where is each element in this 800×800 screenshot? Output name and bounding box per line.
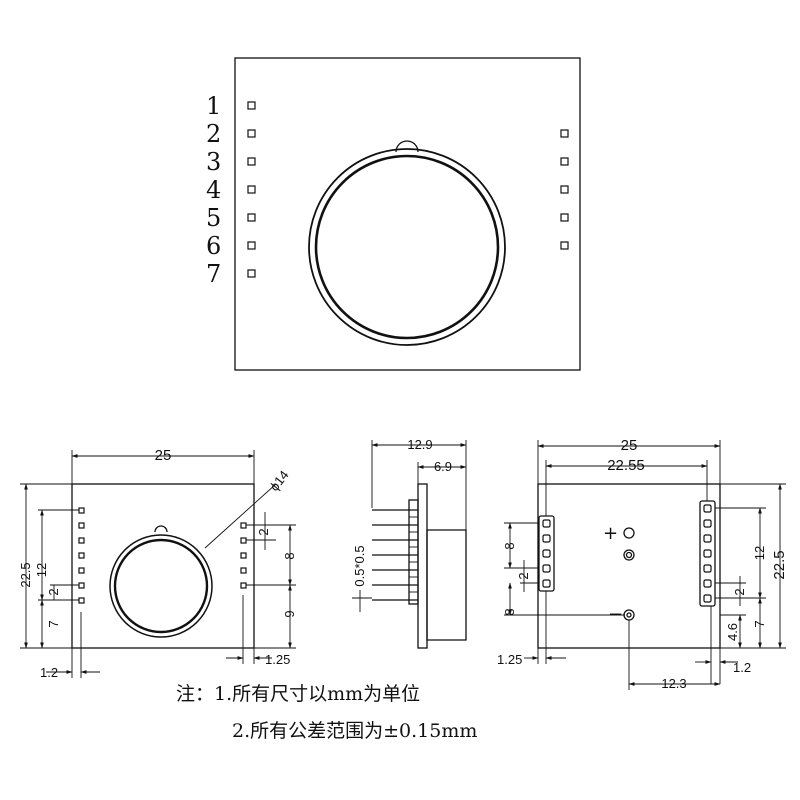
side-pins <box>372 509 418 601</box>
dim-front-2-right: 2 <box>256 528 271 535</box>
phi14-leader <box>204 483 277 549</box>
dim-back-width: 25 <box>621 437 638 454</box>
top-sensor-inner <box>314 154 500 340</box>
dim-back-22-55: 22.55 <box>607 457 645 474</box>
side-view: 12.9 6.9 0.5*0.5 <box>352 437 467 649</box>
back-view: + − 25 22.55 22.5 8 2 8 <box>497 437 788 691</box>
dim-phi14: ϕ14 <box>267 467 292 493</box>
dim-front-7: 7 <box>46 620 61 627</box>
middle-pad <box>623 549 635 561</box>
dim-back-1-25: 1.25 <box>497 652 522 667</box>
pin-number: 2 <box>206 120 221 148</box>
dim-back-12: 12 <box>752 546 767 560</box>
dim-back-1-2: 1.2 <box>733 660 751 675</box>
dim-front-2-left: 2 <box>46 588 61 595</box>
minus-pad-core <box>626 612 632 618</box>
dim-back-2-left: 2 <box>516 572 531 579</box>
dim-front-height: 22.5 <box>18 562 33 587</box>
pin-number: 5 <box>206 204 221 232</box>
dim-front-8: 8 <box>282 552 297 559</box>
front-sensor-inner <box>113 538 209 634</box>
dim-front-9: 9 <box>282 610 297 617</box>
side-board <box>417 483 428 649</box>
dim-back-8-bottom: 8 <box>502 608 517 615</box>
top-board-outline <box>234 57 581 371</box>
dim-back-height: 22.5 <box>771 550 788 579</box>
back-left-header <box>538 515 555 592</box>
dim-back-2-right: 2 <box>732 588 747 595</box>
front-right-pads <box>240 522 247 589</box>
front-left-pads <box>78 507 85 604</box>
minus-symbol: − <box>608 604 623 625</box>
middle-pad-core <box>625 551 633 559</box>
side-header-segments <box>409 516 418 593</box>
dim-front-1-2: 1.2 <box>40 665 58 680</box>
pin-number-labels: 1 2 3 4 5 6 7 <box>206 92 221 288</box>
pin-number: 3 <box>206 148 221 176</box>
dim-front-1-25: 1.25 <box>265 652 290 667</box>
top-front-view: 1 2 3 4 5 6 7 <box>206 57 581 371</box>
top-right-pads <box>560 129 569 250</box>
front-led-bump <box>154 525 168 533</box>
back-right-header <box>699 500 716 607</box>
note-line-1: 注：1.所有尺寸以mm为单位 <box>176 683 420 705</box>
plus-symbol: + <box>603 523 618 544</box>
pin-number: 6 <box>206 232 221 260</box>
notes: 注：1.所有尺寸以mm为单位 2.所有公差范围为±0.15mm <box>176 683 477 742</box>
dim-back-8-top: 8 <box>502 542 517 549</box>
front-view: 25 22.5 12 2 7 1.2 1.25 2 <box>18 447 297 680</box>
pin-number: 7 <box>206 260 221 288</box>
dim-front-12: 12 <box>34 563 49 577</box>
dim-side-pin-size: 0.5*0.5 <box>352 545 367 586</box>
top-led-bump <box>395 140 419 153</box>
side-sensor-body <box>426 529 467 641</box>
dim-side-12-9: 12.9 <box>407 437 432 452</box>
dim-back-12-3: 12.3 <box>661 676 686 691</box>
dim-front-width: 25 <box>155 447 172 464</box>
pin-number: 4 <box>206 176 221 204</box>
dim-side-6-9: 6.9 <box>434 459 452 474</box>
note-line-2: 2.所有公差范围为±0.15mm <box>232 720 477 742</box>
front-board-outline <box>71 483 255 649</box>
pin-number: 1 <box>206 92 221 120</box>
dim-back-7: 7 <box>752 620 767 627</box>
side-header <box>408 499 419 605</box>
minus-pad <box>623 609 635 621</box>
dim-back-4-6: 4.6 <box>725 623 740 641</box>
top-sensor-outer <box>308 148 506 346</box>
top-left-pads <box>247 101 256 278</box>
plus-pad <box>623 527 635 539</box>
front-sensor-outer <box>109 534 213 638</box>
